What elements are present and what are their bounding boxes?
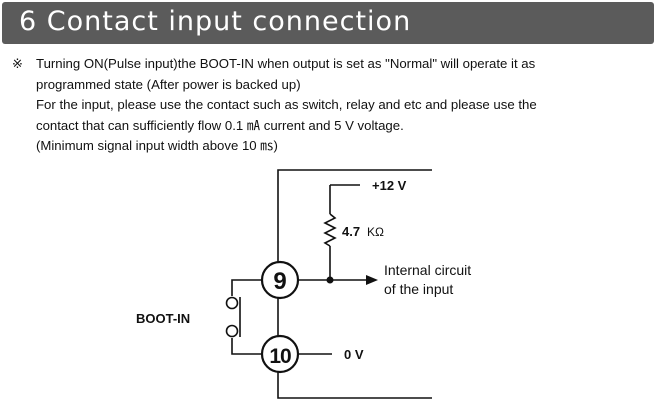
- contact-point-lower: [225, 324, 239, 338]
- note-line-1-text: Turning ON(Pulse input)the BOOT-IN when …: [36, 56, 536, 71]
- supply-label: +12 V: [372, 178, 407, 193]
- resistor-symbol: [323, 213, 337, 247]
- section-header: 6 Contact input connection: [2, 2, 654, 44]
- contact-wire-lower: [231, 338, 262, 355]
- terminal-10-label: 10: [269, 345, 291, 368]
- contact-wire-upper: [231, 279, 262, 296]
- note-line-2: programmed state (After power is backed …: [36, 76, 301, 92]
- note-line-5: (Minimum signal input width above 10 ㎳): [36, 138, 278, 153]
- note-line-1: ※ Turning ON(Pulse input)the BOOT-IN when…: [12, 54, 652, 75]
- section-title: 6 Contact input connection: [19, 6, 412, 37]
- resistor-value: 4.7: [342, 224, 360, 239]
- note-line-3: For the input, please use the contact su…: [36, 97, 537, 112]
- instruction-note: ※ Turning ON(Pulse input)the BOOT-IN when…: [12, 54, 652, 157]
- output-label-line-2: of the input: [384, 281, 453, 297]
- reference-mark: ※: [12, 56, 24, 71]
- enclosure-outline-bottom: [277, 372, 432, 399]
- contact-point-upper: [225, 296, 239, 310]
- enclosure-outline-top: [277, 169, 432, 185]
- resistor-unit: KΩ: [367, 225, 384, 239]
- terminal-9-label: 9: [273, 268, 286, 295]
- signal-arrow-icon: [366, 275, 378, 285]
- output-label-line-1: Internal circuit: [384, 262, 471, 278]
- ground-label: 0 V: [344, 347, 364, 362]
- contact-label: BOOT-IN: [136, 311, 190, 326]
- note-line-4: contact that can sufficiently flow 0.1 ㎃…: [36, 117, 404, 133]
